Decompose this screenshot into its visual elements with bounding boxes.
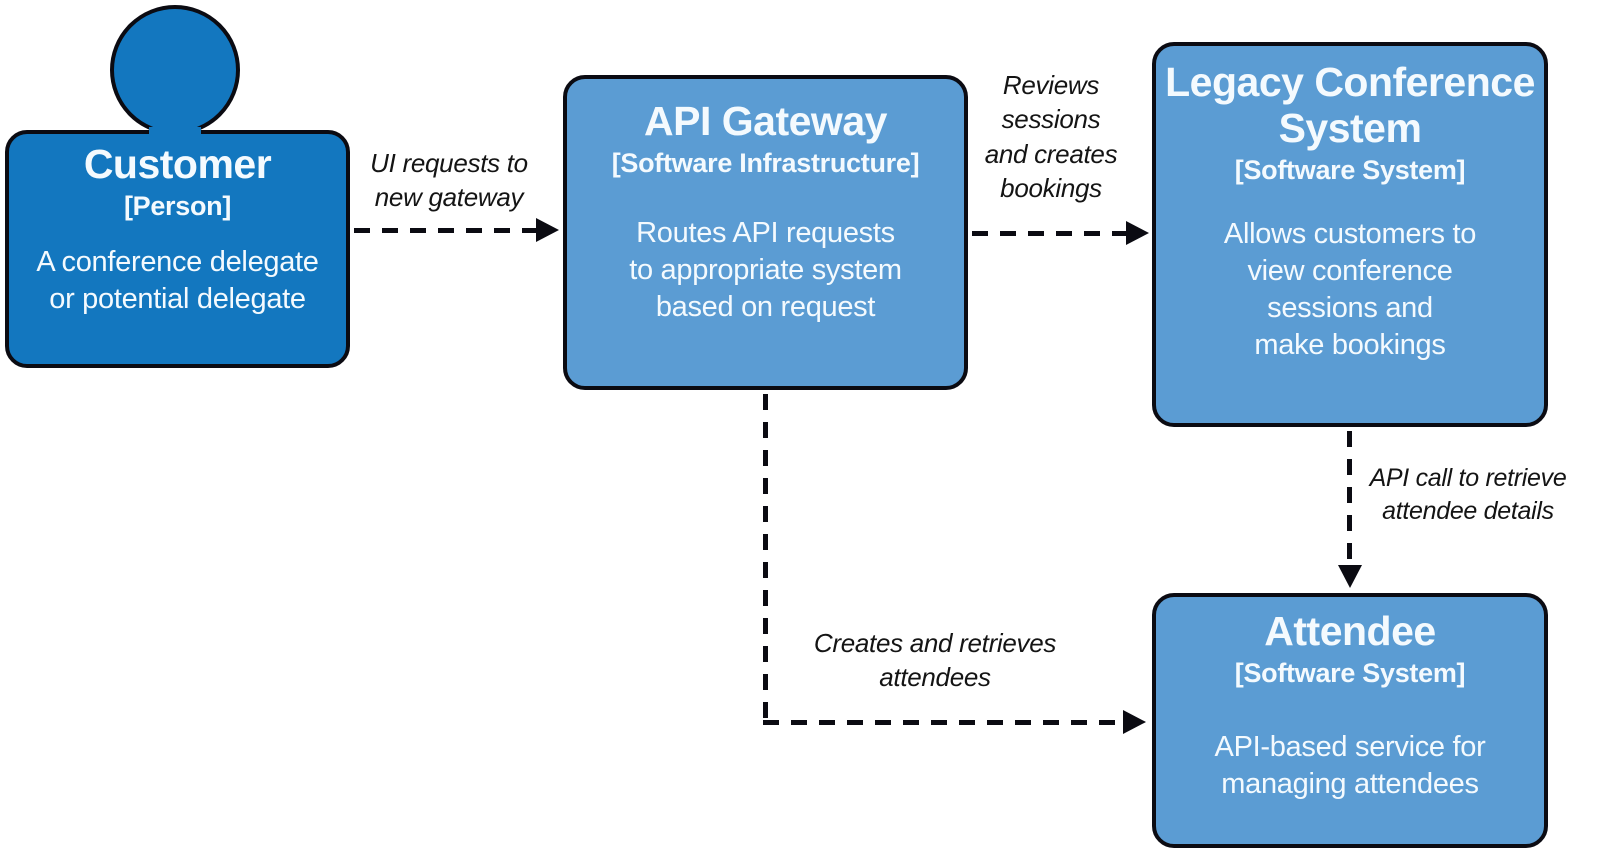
edge-customer-to-gateway-line xyxy=(354,228,536,233)
node-type-label: [Software System] xyxy=(1234,154,1466,185)
person-head-icon xyxy=(110,5,240,135)
edge-gateway-to-legacy-line xyxy=(972,231,1126,236)
node-api-gateway: API Gateway [Software Infrastructure] Ro… xyxy=(563,75,968,390)
edge-label-reviews-sessions: Reviews sessions and creates bookings xyxy=(984,70,1118,203)
edge-legacy-to-attendee-line xyxy=(1347,431,1352,565)
node-type-label: [Person] xyxy=(123,190,232,221)
edge-label-ui-requests: UI requests to new gateway xyxy=(370,148,528,213)
node-description: A conference delegate or potential deleg… xyxy=(36,245,319,315)
node-type-label: [Software System] xyxy=(1234,657,1466,688)
edge-label-api-call: API call to retrieve attendee details xyxy=(1369,464,1567,525)
node-title: Attendee xyxy=(1264,608,1436,654)
arrowhead-right-icon xyxy=(1126,221,1149,245)
node-title: Legacy Conference System xyxy=(1165,59,1535,151)
arrowhead-right-icon xyxy=(1123,710,1146,734)
node-description: API-based service for managing attendees xyxy=(1214,730,1486,800)
arrowhead-right-icon xyxy=(536,218,559,242)
node-legacy-conference-system: Legacy Conference System [Software Syste… xyxy=(1152,42,1548,427)
edge-gateway-to-attendee-vertical-line xyxy=(763,394,768,724)
node-customer: Customer [Person] A conference delegate … xyxy=(5,130,350,368)
arrowhead-down-icon xyxy=(1338,565,1362,588)
node-description: Allows customers to view conference sess… xyxy=(1223,217,1477,361)
edge-label-creates-retrieves: Creates and retrieves attendees xyxy=(813,628,1057,693)
node-type-label: [Software Infrastructure] xyxy=(611,147,920,178)
node-attendee: Attendee [Software System] API-based ser… xyxy=(1152,593,1548,848)
node-description: Routes API requests to appropriate syste… xyxy=(629,216,902,323)
node-title: Customer xyxy=(83,141,272,187)
person-neck-join xyxy=(149,127,201,142)
edge-gateway-to-attendee-horizontal-line xyxy=(763,720,1123,725)
node-title: API Gateway xyxy=(644,98,887,144)
